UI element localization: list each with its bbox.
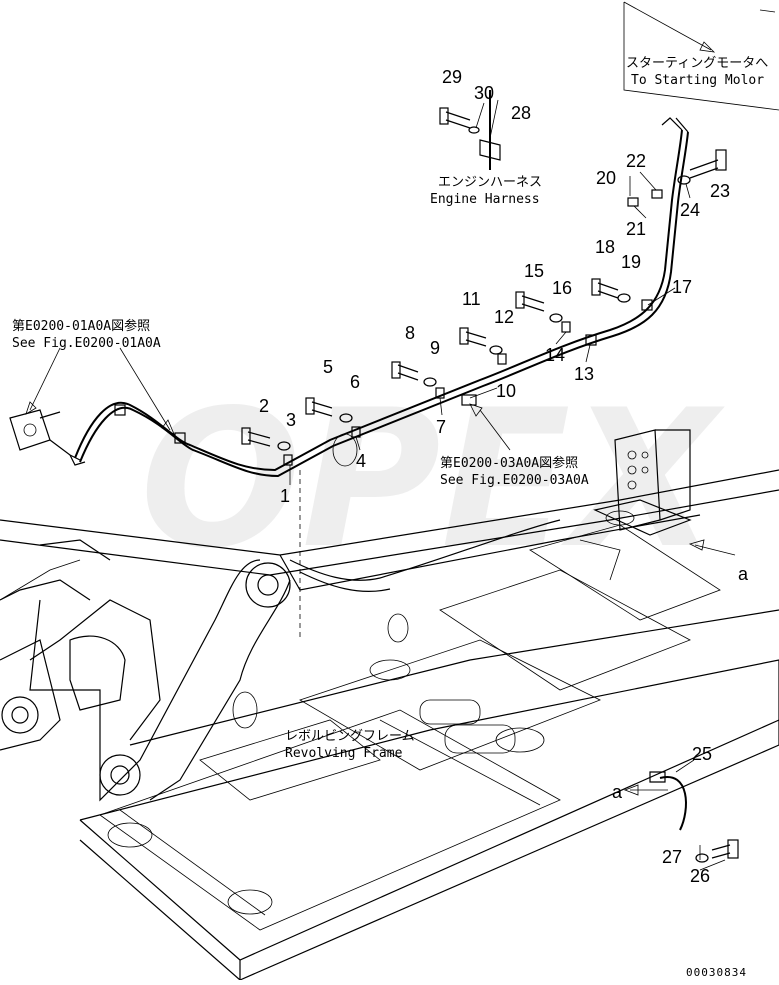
part-number: 25 [692, 744, 712, 764]
drawing-code: 00030834 [686, 966, 747, 979]
text-labels: スターティングモータへ To Starting Molor エンジンハーネス E… [12, 56, 768, 979]
label-engine-harness-jp: エンジンハーネス [438, 175, 542, 190]
revolving-frame [0, 429, 779, 981]
part-number: 29 [442, 67, 462, 87]
part-number: 18 [595, 237, 615, 257]
part-numbers: 1 2 3 4 5 6 7 8 9 10 11 12 13 14 15 16 1… [259, 67, 730, 886]
part-number: 6 [350, 372, 360, 392]
part-number: 23 [710, 181, 730, 201]
watermark-text: OPEX [140, 369, 726, 590]
label-see-fig-01-en: See Fig.E0200-01A0A [12, 336, 161, 351]
part-number: 21 [626, 219, 646, 239]
part-number: 20 [596, 168, 616, 188]
part-number: 14 [545, 345, 565, 365]
part-number: 1 [280, 486, 290, 506]
leader-lines [25, 1, 779, 871]
part-number: 3 [286, 410, 296, 430]
label-see-fig-03-en: See Fig.E0200-03A0A [440, 473, 589, 488]
label-see-fig-01-jp: 第E0200-01A0A図参照 [12, 318, 150, 334]
part-number: 7 [436, 417, 446, 437]
label-engine-harness-en: Engine Harness [430, 192, 540, 207]
label-view-a-2: a [612, 782, 623, 802]
label-see-fig-03-jp: 第E0200-03A0A図参照 [440, 455, 578, 471]
part-number: 11 [462, 289, 481, 309]
part-number: 30 [474, 83, 494, 103]
part-number: 4 [356, 451, 366, 471]
part-number: 2 [259, 396, 269, 416]
hardware [114, 107, 739, 863]
part-number: 28 [511, 103, 531, 123]
part-number: 10 [496, 381, 516, 401]
part-number: 9 [430, 338, 440, 358]
label-revolving-frame-jp: レボルビングフレーム [285, 729, 415, 744]
part-number: 16 [552, 278, 572, 298]
part-number: 13 [574, 364, 594, 384]
label-revolving-frame-en: Revolving Frame [285, 746, 403, 761]
part-number: 15 [524, 261, 544, 281]
watermark: OPEX [140, 369, 726, 590]
part-number: 8 [405, 323, 415, 343]
part-number: 24 [680, 200, 700, 220]
part-number: 27 [662, 847, 682, 867]
label-view-a-1: a [738, 564, 749, 584]
label-to-starting-motor-en: To Starting Molor [631, 73, 764, 88]
part-number: 5 [323, 357, 333, 377]
part-number: 12 [494, 307, 514, 327]
part-number: 17 [672, 277, 692, 297]
part-number: 26 [690, 866, 710, 886]
part-number: 19 [621, 252, 641, 272]
harness-routes [9, 90, 689, 831]
part-number: 22 [626, 151, 646, 171]
label-to-starting-motor-jp: スターティングモータへ [626, 56, 768, 71]
